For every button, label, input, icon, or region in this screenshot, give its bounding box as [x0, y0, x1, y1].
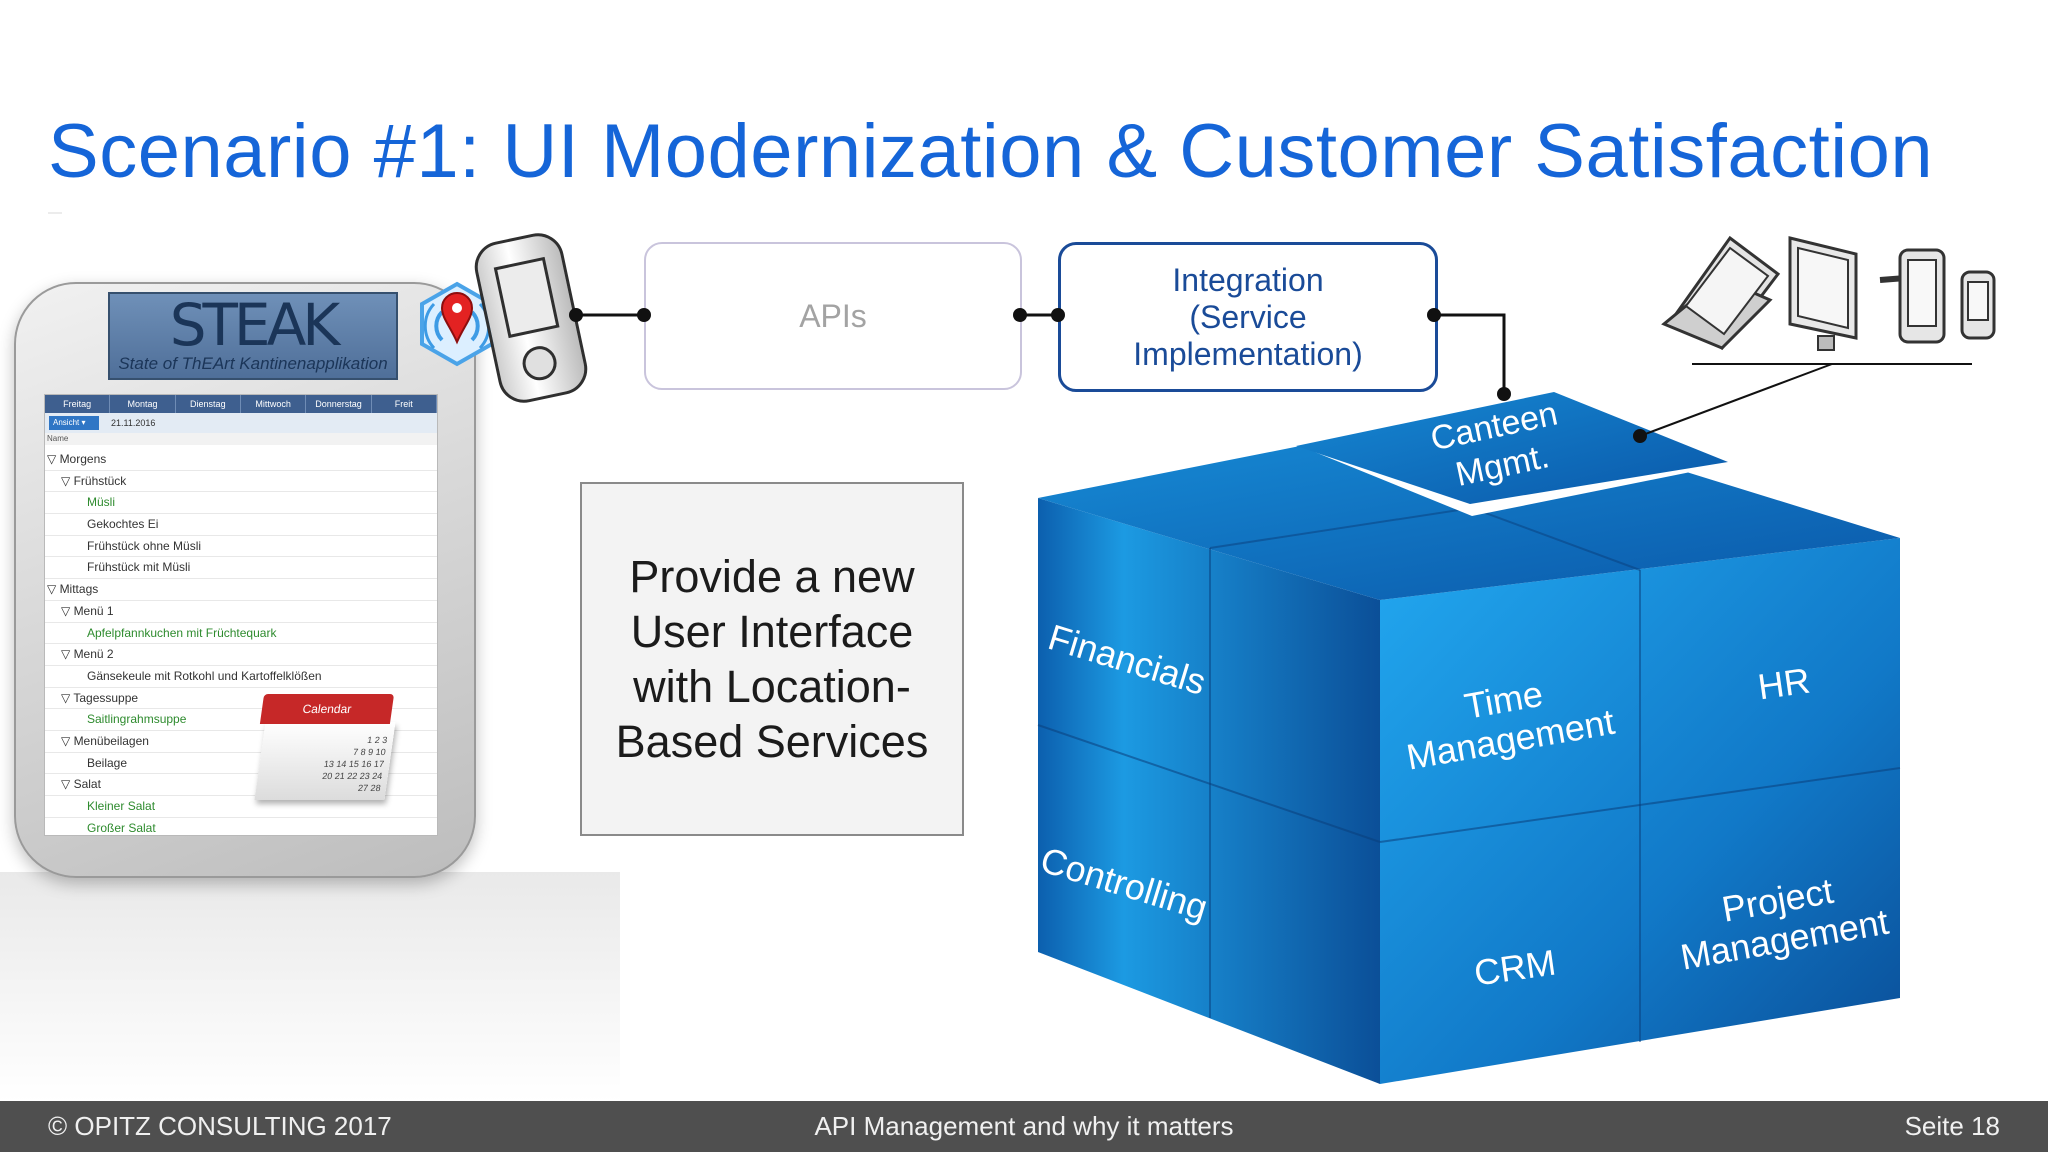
- day-tab[interactable]: Mittwoch: [241, 395, 307, 413]
- tree-row[interactable]: Kleiner Salat: [45, 796, 437, 818]
- tree-row[interactable]: ▽ Menü 1: [45, 601, 437, 623]
- integration-line-2: (Service: [1189, 298, 1307, 335]
- business-cube: [1037, 392, 1901, 1084]
- integration-box: Integration (Service Implementation): [1058, 242, 1438, 392]
- cube-top-face: [1038, 446, 1900, 600]
- tree-row[interactable]: ▽ Mittags: [45, 579, 437, 601]
- tree-row[interactable]: ▽ Salat: [45, 774, 437, 796]
- day-tab[interactable]: Donnerstag: [306, 395, 372, 413]
- laptop-icon: [1661, 235, 1781, 351]
- slide-title: Scenario #1: UI Modernization & Customer…: [48, 109, 1934, 194]
- day-tab[interactable]: Freitag: [45, 395, 111, 413]
- tree-row[interactable]: Müsli: [45, 492, 437, 515]
- tree-row[interactable]: Gänsekeule mit Rotkohl und Kartoffelklöß…: [45, 666, 437, 688]
- day-tab[interactable]: Freit: [372, 395, 437, 413]
- date-field[interactable]: 21.11.2016: [111, 418, 156, 428]
- footer-page-number: Seite 18: [1904, 1111, 2000, 1141]
- tree-row[interactable]: Beilage: [45, 753, 437, 775]
- monitor-icon: [1788, 236, 1858, 351]
- callout-line-4: Based Services: [615, 716, 929, 767]
- tablet-icon: [1898, 248, 1946, 344]
- callout-line-3: with Location-: [633, 661, 911, 712]
- day-tab[interactable]: Montag: [110, 395, 176, 413]
- client-devices-icon: [1661, 235, 1996, 351]
- steak-logo-text: STEAK: [169, 291, 341, 359]
- callout-line-2: User Interface: [630, 606, 914, 657]
- tree-row[interactable]: Frühstück mit Müsli: [45, 557, 437, 580]
- callout-line-1: Provide a new: [629, 551, 915, 602]
- steak-logo-subtitle: State of ThEArt Kantinenapplikation: [118, 354, 388, 373]
- tree-row[interactable]: ▽ Tagessuppe: [45, 688, 437, 710]
- tree-row[interactable]: ▽ Morgens: [45, 449, 437, 471]
- callout-box: Provide a new User Interface with Locati…: [580, 482, 964, 836]
- canteen-block: [1296, 392, 1728, 504]
- tablet-reflection: [0, 872, 620, 1102]
- integration-line-1: Integration: [1172, 261, 1324, 298]
- steak-logo: STEAK State of ThEArt Kantinenapplikatio…: [108, 292, 398, 380]
- footer-copyright: © OPITZ CONSULTING 2017: [48, 1111, 392, 1141]
- app-toolbar: Ansicht ▾ 21.11.2016: [45, 413, 437, 433]
- title-rule: [48, 212, 62, 214]
- tree-row[interactable]: Gekochtes Ei: [45, 514, 437, 536]
- tree-row[interactable]: Frühstück ohne Müsli: [45, 536, 437, 558]
- tree-row[interactable]: Großer Salat: [45, 818, 437, 835]
- tree-row[interactable]: Apfelpfannkuchen mit Früchtequark: [45, 623, 437, 645]
- connector-lines: [569, 308, 1972, 443]
- integration-line-3: Implementation): [1133, 335, 1363, 372]
- footer-title: API Management and why it matters: [814, 1111, 1234, 1141]
- footer-bar: © OPITZ CONSULTING 2017 API Management a…: [0, 1101, 2048, 1152]
- column-header: Name: [45, 433, 437, 445]
- tree-row[interactable]: ▽ Frühstück: [45, 471, 437, 493]
- tree-row[interactable]: ▽ Menü 2: [45, 644, 437, 666]
- tree-row[interactable]: ▽ Menübeilagen: [45, 731, 437, 753]
- tree-row[interactable]: Saitlingrahmsuppe: [45, 709, 437, 731]
- day-tab[interactable]: Dienstag: [176, 395, 241, 413]
- smartphone-icon: [1960, 270, 1996, 340]
- view-button[interactable]: Ansicht ▾: [49, 416, 99, 430]
